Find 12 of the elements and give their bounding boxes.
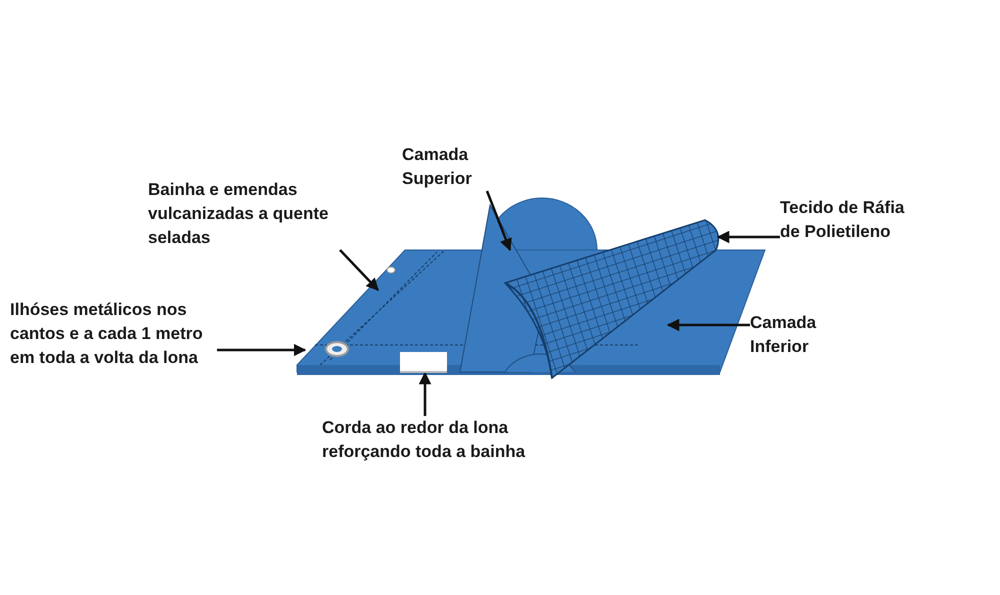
callout-label: Bainha e emendas vulcanizadas a quente seladas — [148, 178, 340, 250]
leader-arrow — [486, 190, 512, 252]
callout-label: Camada Inferior — [750, 311, 830, 359]
callout-label: Corda ao redor da lona reforçando toda a bainha — [322, 416, 534, 464]
leader-arrow — [339, 249, 379, 291]
callout-label: Tecido de Ráfia de Polietileno — [780, 196, 920, 244]
leader-arrow — [418, 372, 432, 416]
leader-arrow — [716, 230, 780, 244]
callout-label: Camada Superior — [402, 143, 487, 191]
rope-notch — [400, 352, 447, 373]
leader-arrow — [217, 344, 306, 356]
callout-label: Ilhóses metálicos nos cantos e a cada 1 metro em toda a volta da lona — [10, 298, 217, 370]
